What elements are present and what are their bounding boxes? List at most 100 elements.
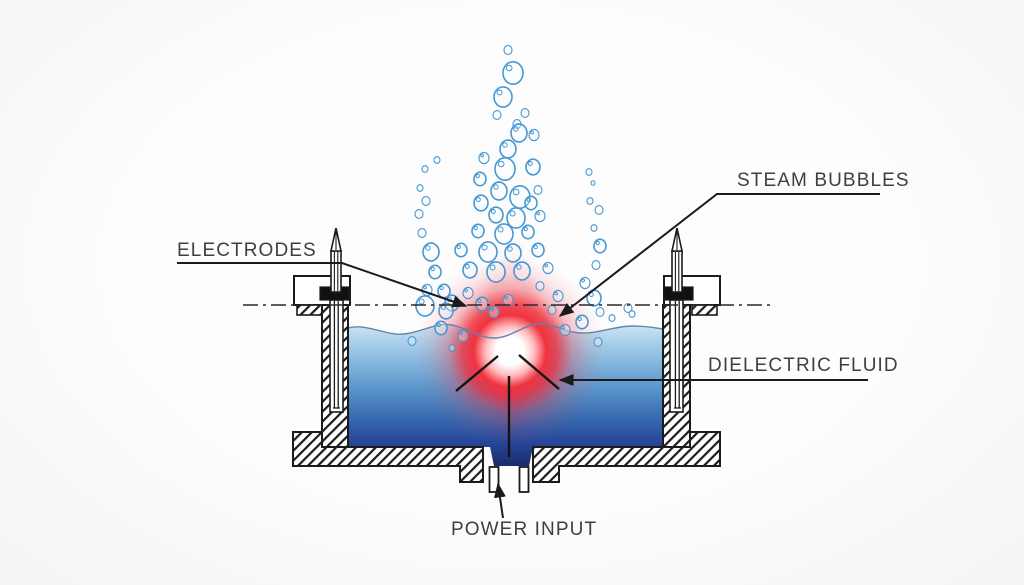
bubble xyxy=(488,305,500,319)
bubble xyxy=(471,223,485,239)
bubble xyxy=(462,261,478,279)
bubble-highlight xyxy=(505,64,513,72)
bubble-highlight xyxy=(536,211,540,216)
bubble-highlight xyxy=(497,226,504,233)
bubble xyxy=(586,197,594,205)
bubble xyxy=(510,123,528,143)
bubble xyxy=(585,168,593,176)
bubble xyxy=(475,296,489,312)
spark-legs xyxy=(455,354,560,457)
bubble-highlight xyxy=(513,126,519,132)
right-electrode-pin xyxy=(671,227,683,409)
bubble-highlight xyxy=(456,244,461,250)
bubble xyxy=(528,128,540,142)
bubble xyxy=(503,44,513,56)
bubble xyxy=(579,276,591,290)
bubble xyxy=(590,224,598,232)
bubble xyxy=(493,86,513,108)
bubble-highlight xyxy=(475,197,481,202)
bubble xyxy=(473,171,487,187)
bubble xyxy=(524,195,538,211)
bubble xyxy=(414,208,424,220)
bubble xyxy=(595,306,605,318)
bubble xyxy=(462,286,474,300)
left-electrode-pin xyxy=(330,227,342,409)
bubble-highlight xyxy=(493,184,499,190)
leader-lines xyxy=(177,193,880,519)
bubble-highlight xyxy=(464,264,470,269)
bubble xyxy=(520,107,530,119)
right-flange-step xyxy=(691,304,718,316)
bubble-highlight xyxy=(439,285,444,291)
bubble xyxy=(478,241,498,263)
spark-leg-left xyxy=(455,355,499,392)
bubble-highlight xyxy=(502,142,508,148)
bubble-highlight xyxy=(436,322,441,328)
bubble xyxy=(486,261,506,283)
bubble xyxy=(437,283,451,299)
bubble xyxy=(525,158,541,176)
bubble xyxy=(502,293,514,307)
bubble xyxy=(422,242,440,262)
bubble-highlight xyxy=(526,197,531,203)
left-electrode-channel xyxy=(329,299,344,413)
bubble-highlight xyxy=(509,210,516,217)
bubble xyxy=(552,289,564,303)
bubble-highlight xyxy=(512,188,520,196)
bubble xyxy=(594,204,604,216)
tank-base-left xyxy=(292,431,484,483)
fluid-surface-line xyxy=(347,322,664,339)
bubble-highlight xyxy=(527,161,533,166)
bubble xyxy=(531,242,545,258)
bubble xyxy=(502,60,524,85)
bubble xyxy=(434,320,448,336)
bubble xyxy=(628,310,636,318)
bubble xyxy=(454,242,468,258)
power-terminal-right xyxy=(518,466,530,493)
bubble xyxy=(473,194,489,212)
bubble-highlight xyxy=(544,263,548,268)
bubble xyxy=(535,280,545,292)
bubble xyxy=(593,238,607,254)
bubble-highlight xyxy=(473,225,478,231)
bubble-highlight xyxy=(477,298,482,304)
bubble xyxy=(490,181,508,201)
bubble xyxy=(494,223,514,245)
bubble-highlight xyxy=(459,331,464,336)
bubble xyxy=(534,209,546,223)
tank-base-right xyxy=(532,431,721,483)
bubble xyxy=(521,224,535,240)
bubble-highlight xyxy=(475,173,480,179)
bubble xyxy=(407,335,417,347)
bubble xyxy=(478,151,490,165)
bubble-highlight xyxy=(464,288,469,293)
bubble xyxy=(499,139,517,159)
bubble-highlight xyxy=(561,325,565,330)
bubble xyxy=(533,184,543,196)
bubble-highlight xyxy=(425,245,431,251)
bubble-highlight xyxy=(480,153,485,158)
bubble-highlight xyxy=(523,226,528,232)
bubble-highlight xyxy=(430,266,435,272)
steam-bubbles-leader xyxy=(558,193,880,317)
bubbles-layer xyxy=(407,44,636,352)
power-input-arrow xyxy=(494,482,506,519)
bubble-highlight xyxy=(504,295,509,300)
bubble xyxy=(438,302,454,320)
bubble xyxy=(591,259,601,271)
bubble-highlight xyxy=(490,209,496,214)
spark-leg-right xyxy=(518,354,560,390)
bubble-highlight xyxy=(577,316,582,322)
electrodes-leader xyxy=(177,262,468,308)
bubble-highlight xyxy=(533,244,538,250)
bubble xyxy=(506,207,526,229)
bubble xyxy=(590,180,596,186)
power-terminal-left xyxy=(488,466,500,493)
bubble xyxy=(457,329,469,343)
power-input-label: POWER INPUT xyxy=(451,519,598,540)
bubble xyxy=(421,195,431,207)
bubble xyxy=(428,264,442,280)
bubble-highlight xyxy=(581,278,585,283)
bubble xyxy=(488,206,504,224)
